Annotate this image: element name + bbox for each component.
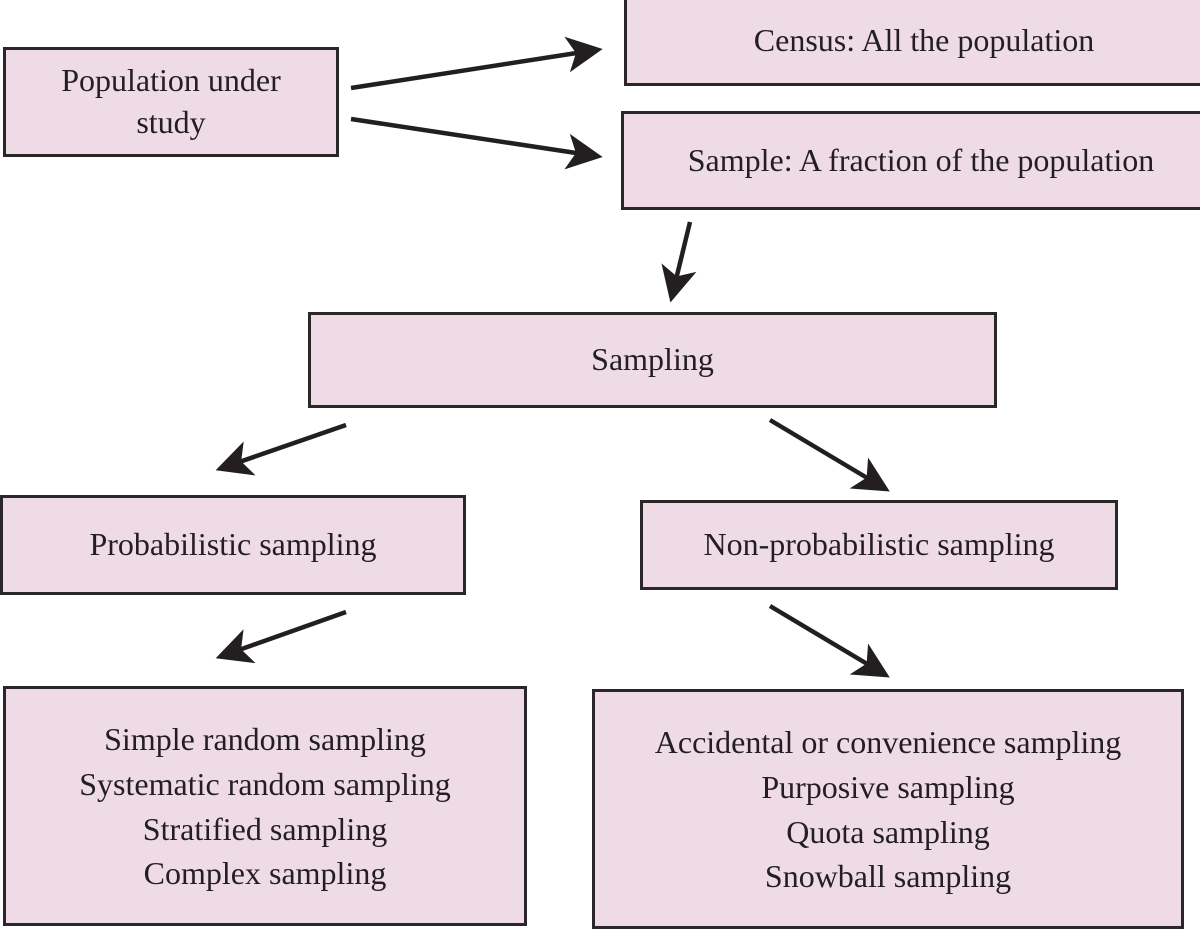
population-under-study-box: Population under study	[3, 47, 339, 157]
arrow-sampling-to-non-probabilistic	[768, 418, 890, 492]
population-line-2: study	[136, 104, 206, 140]
non-probabilistic-methods-box: Accidental or convenience sampling Purpo…	[592, 689, 1184, 929]
arrow-population-to-sample	[350, 116, 603, 170]
population-line-1: Population under	[61, 62, 281, 99]
sample-box: Sample: A fraction of the population	[621, 111, 1200, 210]
sampling-label: Sampling	[591, 341, 714, 378]
arrow-sampling-to-probabilistic	[215, 422, 347, 476]
method-systematic-random: Systematic random sampling	[79, 765, 451, 802]
arrow-non-probabilistic-to-methods	[768, 604, 890, 678]
method-stratified: Stratified sampling	[142, 810, 388, 847]
method-snowball: Snowball sampling	[764, 858, 1012, 895]
arrow-population-to-census	[350, 36, 603, 91]
census-label: Census: All the population	[753, 21, 1095, 58]
method-simple-random: Simple random sampling	[104, 721, 426, 757]
method-quota: Quota sampling	[786, 813, 990, 850]
arrow-sample-to-sampling	[661, 221, 697, 303]
census-box: Census: All the population	[624, 0, 1200, 86]
probabilistic-label: Probabilistic sampling	[89, 526, 377, 563]
method-purposive: Purposive sampling	[761, 768, 1015, 805]
non-probabilistic-sampling-box: Non-probabilistic sampling	[640, 500, 1118, 590]
probabilistic-sampling-box: Probabilistic sampling	[0, 495, 466, 595]
probabilistic-methods-box: Simple random sampling Systematic random…	[3, 686, 527, 926]
method-complex: Complex sampling	[143, 855, 387, 892]
method-accidental-convenience: Accidental or convenience sampling	[654, 724, 1122, 760]
sample-label: Sample: A fraction of the population	[687, 141, 1155, 178]
arrow-probabilistic-to-methods	[215, 609, 347, 664]
sampling-box: Sampling	[308, 312, 997, 408]
non-probabilistic-label: Non-probabilistic sampling	[703, 526, 1055, 563]
